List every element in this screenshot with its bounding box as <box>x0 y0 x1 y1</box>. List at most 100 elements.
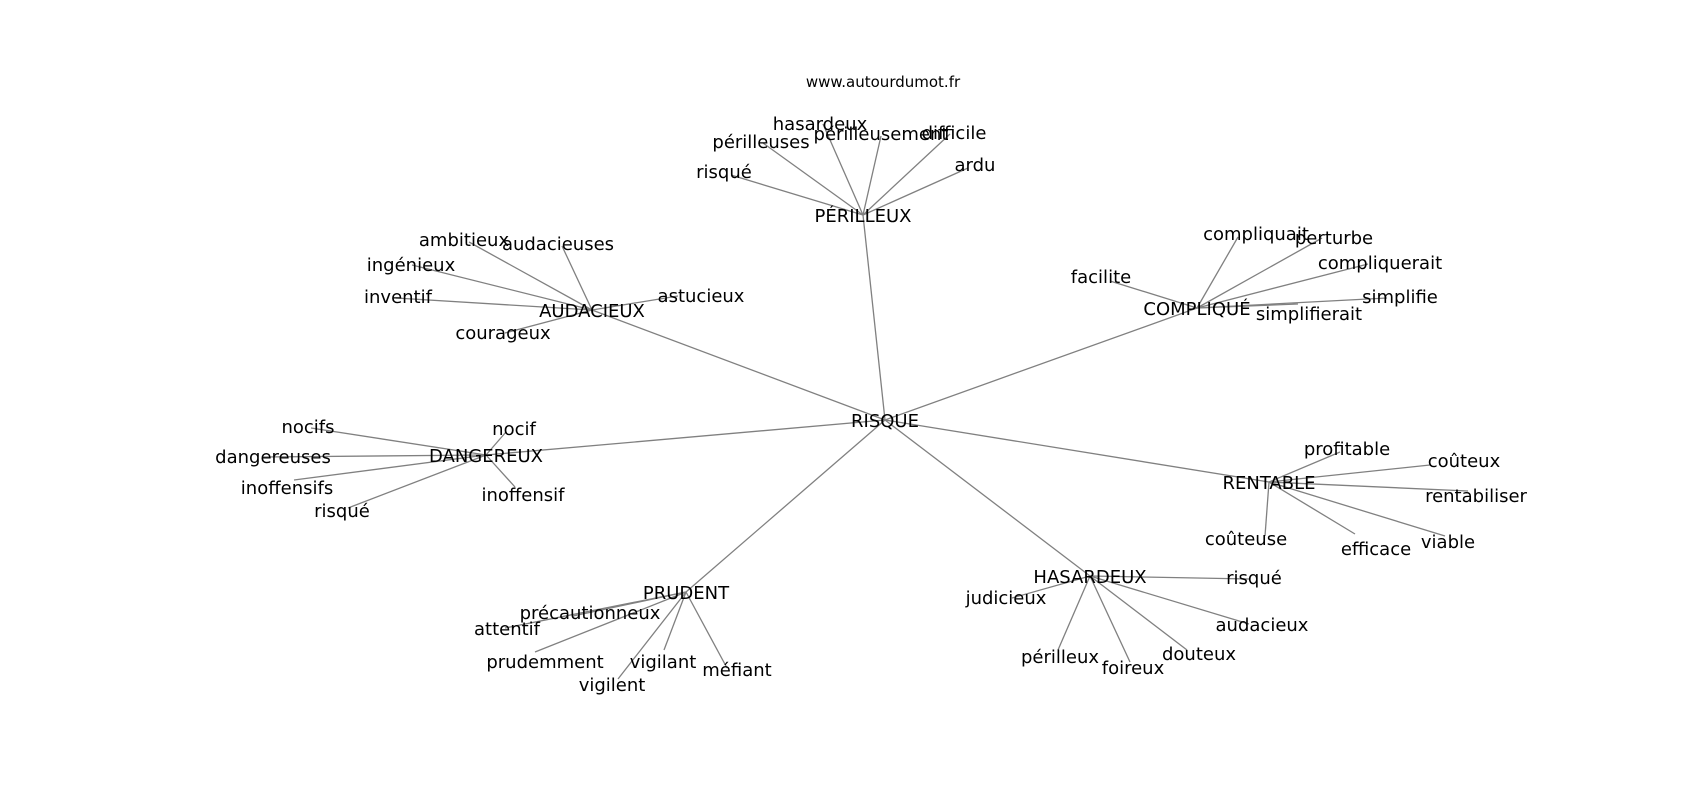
edge-rentable-leaf <box>1268 481 1356 535</box>
leaf-word[interactable]: risqué <box>314 501 370 522</box>
leaf-word[interactable]: foireux <box>1102 658 1165 679</box>
leaf-word[interactable]: attentif <box>474 619 541 640</box>
leaf-word[interactable]: coûteuse <box>1205 529 1287 550</box>
center-word[interactable]: RISQUE <box>851 411 919 432</box>
hub-word-prudent[interactable]: PRUDENT <box>643 583 730 604</box>
leaf-word[interactable]: risqué <box>1226 568 1282 589</box>
leaf-word[interactable]: efficace <box>1341 539 1411 560</box>
leaf-word[interactable]: ambitieux <box>419 230 510 251</box>
leaf-word[interactable]: audacieux <box>1216 615 1309 636</box>
edge-audacieux-leaf <box>504 309 593 334</box>
edge-perilleux-leaf <box>862 167 969 216</box>
edge-center-rentable <box>884 419 1270 483</box>
edge-rentable-leaf <box>1268 481 1446 537</box>
edge-complique-leaf <box>1196 236 1239 309</box>
edge-complique-leaf <box>1196 263 1369 309</box>
edge-hasardeux-leaf <box>1089 575 1131 663</box>
edge-dangereux-leaf <box>310 427 487 456</box>
leaf-word[interactable]: douteux <box>1162 644 1236 665</box>
leaf-word[interactable]: astucieux <box>658 286 745 307</box>
leaf-word[interactable]: difficile <box>922 123 987 144</box>
source-watermark: www.autourdumot.fr <box>806 73 961 91</box>
leaf-word[interactable]: audacieuses <box>502 234 614 255</box>
leaf-word[interactable]: profitable <box>1304 439 1390 460</box>
edge-perilleux-leaf <box>762 142 864 216</box>
leaf-word[interactable]: vigilant <box>630 652 697 673</box>
edge-audacieux-leaf <box>561 245 593 311</box>
edge-perilleux-leaf <box>862 133 951 216</box>
edge-dangereux-leaf <box>485 454 516 488</box>
edge-center-perilleux <box>862 214 886 421</box>
leaf-word[interactable]: prudemment <box>486 652 603 673</box>
edge-hasardeux-leaf <box>1089 575 1250 625</box>
edge-prudent-leaf <box>504 591 687 629</box>
edge-perilleux-leaf <box>822 123 864 216</box>
edge-rentable-leaf <box>1268 464 1431 483</box>
edge-hasardeux-leaf <box>1089 575 1251 580</box>
edge-perilleux-leaf <box>862 135 882 216</box>
leaf-word[interactable]: périlleusement <box>814 124 949 145</box>
leaf-word[interactable]: périlleux <box>1021 647 1099 668</box>
leaf-word[interactable]: rentabiliser <box>1425 486 1527 507</box>
leaf-word[interactable]: périlleuses <box>712 132 809 153</box>
leaf-word[interactable]: dangereuses <box>215 447 331 468</box>
edge-center-audacieux <box>591 309 886 421</box>
edge-hasardeux-leaf <box>1011 575 1091 599</box>
hub-word-hasardeux[interactable]: HASARDEUX <box>1033 567 1146 588</box>
edge-audacieux-leaf <box>468 241 593 311</box>
edge-perilleux-leaf <box>730 174 864 216</box>
edge-dangereux-leaf <box>293 454 487 481</box>
edge-center-dangereux <box>485 419 886 456</box>
edge-center-prudent <box>685 419 886 593</box>
edge-rentable-leaf <box>1268 481 1469 492</box>
hub-word-rentable[interactable]: RENTABLE <box>1222 473 1315 494</box>
edge-center-hasardeux <box>884 419 1091 577</box>
leaf-word[interactable]: risqué <box>696 162 752 183</box>
leaf-word[interactable]: compliquait <box>1203 224 1309 245</box>
leaf-word[interactable]: vigilent <box>579 675 646 696</box>
leaf-word[interactable]: facilite <box>1071 267 1131 288</box>
leaf-word[interactable]: perturbe <box>1295 228 1373 249</box>
edge-hasardeux-leaf <box>1089 575 1188 651</box>
graph-edges <box>262 123 1469 680</box>
leaf-word[interactable]: hasardeux <box>773 114 868 135</box>
leaf-word[interactable]: compliquerait <box>1318 253 1442 274</box>
edge-dangereux-leaf <box>485 431 507 456</box>
leaf-word[interactable]: méfiant <box>702 660 771 681</box>
hub-word-dangereux[interactable]: DANGEREUX <box>429 446 543 467</box>
edge-prudent-leaf <box>685 591 728 669</box>
leaf-word[interactable]: ardu <box>955 155 996 176</box>
leaf-word[interactable]: courageux <box>455 323 551 344</box>
hub-word-audacieux[interactable]: AUDACIEUX <box>539 301 645 322</box>
edge-audacieux-leaf <box>591 295 679 311</box>
hub-word-perilleux[interactable]: PÉRILLEUX <box>815 205 912 227</box>
edge-complique-leaf <box>1196 237 1323 309</box>
edge-prudent-leaf <box>617 591 687 680</box>
leaf-word[interactable]: viable <box>1421 532 1475 553</box>
leaf-word[interactable]: judicieux <box>965 588 1047 609</box>
leaf-word[interactable]: inoffensifs <box>241 478 333 499</box>
leaf-word[interactable]: simplifie <box>1362 287 1438 308</box>
graph-labels: www.autourdumot.fr RISQUE hasardeuxpéril… <box>215 73 1527 696</box>
leaf-word[interactable]: ingénieux <box>367 255 456 276</box>
leaf-word[interactable]: précautionneux <box>520 603 661 624</box>
edge-complique-leaf <box>1196 303 1299 309</box>
hub-word-complique[interactable]: COMPLIQUÉ <box>1143 298 1250 320</box>
edge-audacieux-leaf <box>411 264 593 311</box>
edge-complique-leaf <box>1109 280 1198 309</box>
edge-audacieux-leaf <box>395 297 593 311</box>
edge-rentable-leaf <box>1268 451 1341 483</box>
leaf-word[interactable]: inoffensif <box>481 485 565 506</box>
edge-prudent-leaf <box>534 591 687 653</box>
edge-rentable-leaf <box>1264 481 1270 537</box>
leaf-word[interactable]: inventif <box>364 287 433 308</box>
leaf-word[interactable]: simplifierait <box>1256 304 1362 325</box>
leaf-word[interactable]: nocifs <box>281 417 334 438</box>
leaf-word[interactable]: nocif <box>492 419 536 440</box>
edge-dangereux-leaf <box>262 454 487 458</box>
edge-hasardeux-leaf <box>1057 575 1091 651</box>
edge-prudent-leaf <box>663 591 687 651</box>
leaf-word[interactable]: coûteux <box>1428 451 1501 472</box>
edge-dangereux-leaf <box>347 454 487 509</box>
